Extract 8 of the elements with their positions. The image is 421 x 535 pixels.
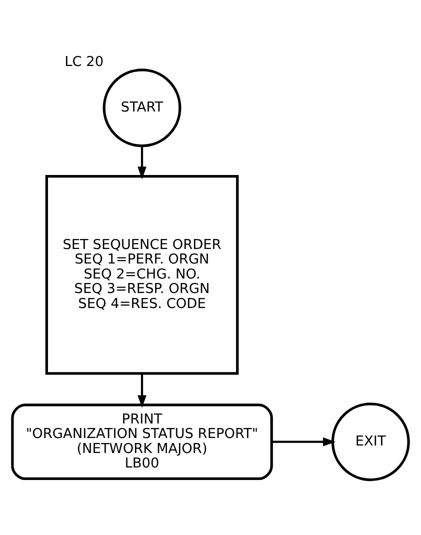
node-box: PRINT "ORGANIZATION STATUS REPORT" (NETWORK MAJOR) LB00 <box>11 404 273 480</box>
arrow <box>272 437 336 446</box>
arrow <box>138 146 146 180</box>
node-circle: START <box>102 68 182 148</box>
arrow <box>138 374 146 408</box>
node-label: LC 20 <box>64 54 104 70</box>
node-box: SET SEQUENCE ORDER SEQ 1=PERF. ORGN SEQ 2=CHG. NO. SEQ 3=RESP. ORGN SEQ 4=RES. CODE <box>45 175 239 375</box>
node-circle: EXIT <box>331 402 410 482</box>
